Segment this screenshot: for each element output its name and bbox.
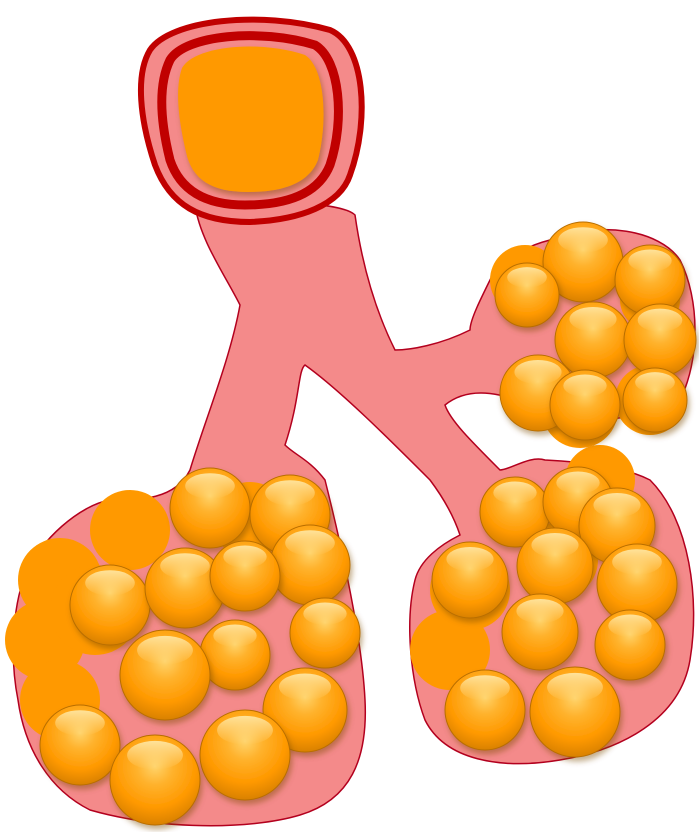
alveolus-highlight bbox=[160, 553, 210, 579]
alveolus-center bbox=[445, 670, 525, 750]
alveolus-left bbox=[200, 620, 270, 690]
alveolus-highlight bbox=[217, 716, 273, 745]
alveolus-highlight bbox=[137, 636, 193, 665]
alveolus-highlight bbox=[446, 547, 493, 571]
alveolus-upper bbox=[555, 302, 631, 378]
alveolus-highlight bbox=[628, 250, 671, 272]
alveolus-upper bbox=[623, 368, 687, 432]
alveolus-highlight bbox=[608, 615, 651, 637]
alveolus-center bbox=[517, 528, 593, 604]
alveolus-left bbox=[170, 468, 250, 548]
alveolus-highlight bbox=[558, 227, 608, 253]
alveolus-highlight bbox=[85, 570, 135, 596]
alveolus-highlight bbox=[265, 480, 315, 506]
alveolus-left bbox=[270, 525, 350, 605]
alveolus-highlight bbox=[507, 267, 547, 287]
alveolus-upper bbox=[495, 263, 559, 327]
alveolus-highlight bbox=[635, 372, 675, 392]
alveolus-highlight bbox=[55, 710, 105, 736]
alveolus-highlight bbox=[638, 309, 683, 332]
alveolus-highlight bbox=[185, 473, 235, 499]
alveolus-left bbox=[200, 710, 290, 800]
alveolus-highlight bbox=[223, 546, 266, 568]
alveolus-highlight bbox=[285, 530, 335, 556]
alveolus-left bbox=[110, 735, 200, 825]
alveolus-highlight bbox=[514, 360, 561, 384]
alveolus-left bbox=[70, 565, 150, 645]
alveolus-left bbox=[40, 705, 120, 785]
alveolus-highlight bbox=[612, 549, 662, 575]
alveolus-highlight bbox=[460, 675, 510, 701]
alveolus-highlight bbox=[569, 307, 616, 331]
airway-lumen bbox=[178, 46, 323, 192]
alveolus-highlight bbox=[531, 533, 578, 557]
alveolus-highlight bbox=[127, 741, 183, 770]
alveolus-highlight bbox=[593, 493, 640, 517]
alveolus-center bbox=[595, 610, 665, 680]
alveolus-highlight bbox=[279, 673, 331, 700]
alveolus-left bbox=[290, 598, 360, 668]
alveolus-highlight bbox=[303, 603, 346, 625]
alveolus-left bbox=[120, 630, 210, 720]
alveolus-upper bbox=[624, 304, 696, 376]
alveolus-center bbox=[530, 667, 620, 757]
alveolus-highlight bbox=[556, 472, 599, 494]
alveolus-highlight bbox=[547, 673, 603, 702]
alveolus-center bbox=[502, 594, 578, 670]
airway-cross-section bbox=[141, 20, 362, 222]
alveolus-upper bbox=[615, 245, 685, 315]
alveolus-highlight bbox=[563, 375, 606, 397]
alveolus-highlight bbox=[213, 625, 256, 647]
alveolus-upper bbox=[550, 370, 620, 440]
alveolus-center bbox=[432, 542, 508, 618]
alveolus-highlight bbox=[493, 482, 536, 504]
alveolus-highlight bbox=[516, 599, 563, 623]
alveolus-left bbox=[210, 541, 280, 611]
